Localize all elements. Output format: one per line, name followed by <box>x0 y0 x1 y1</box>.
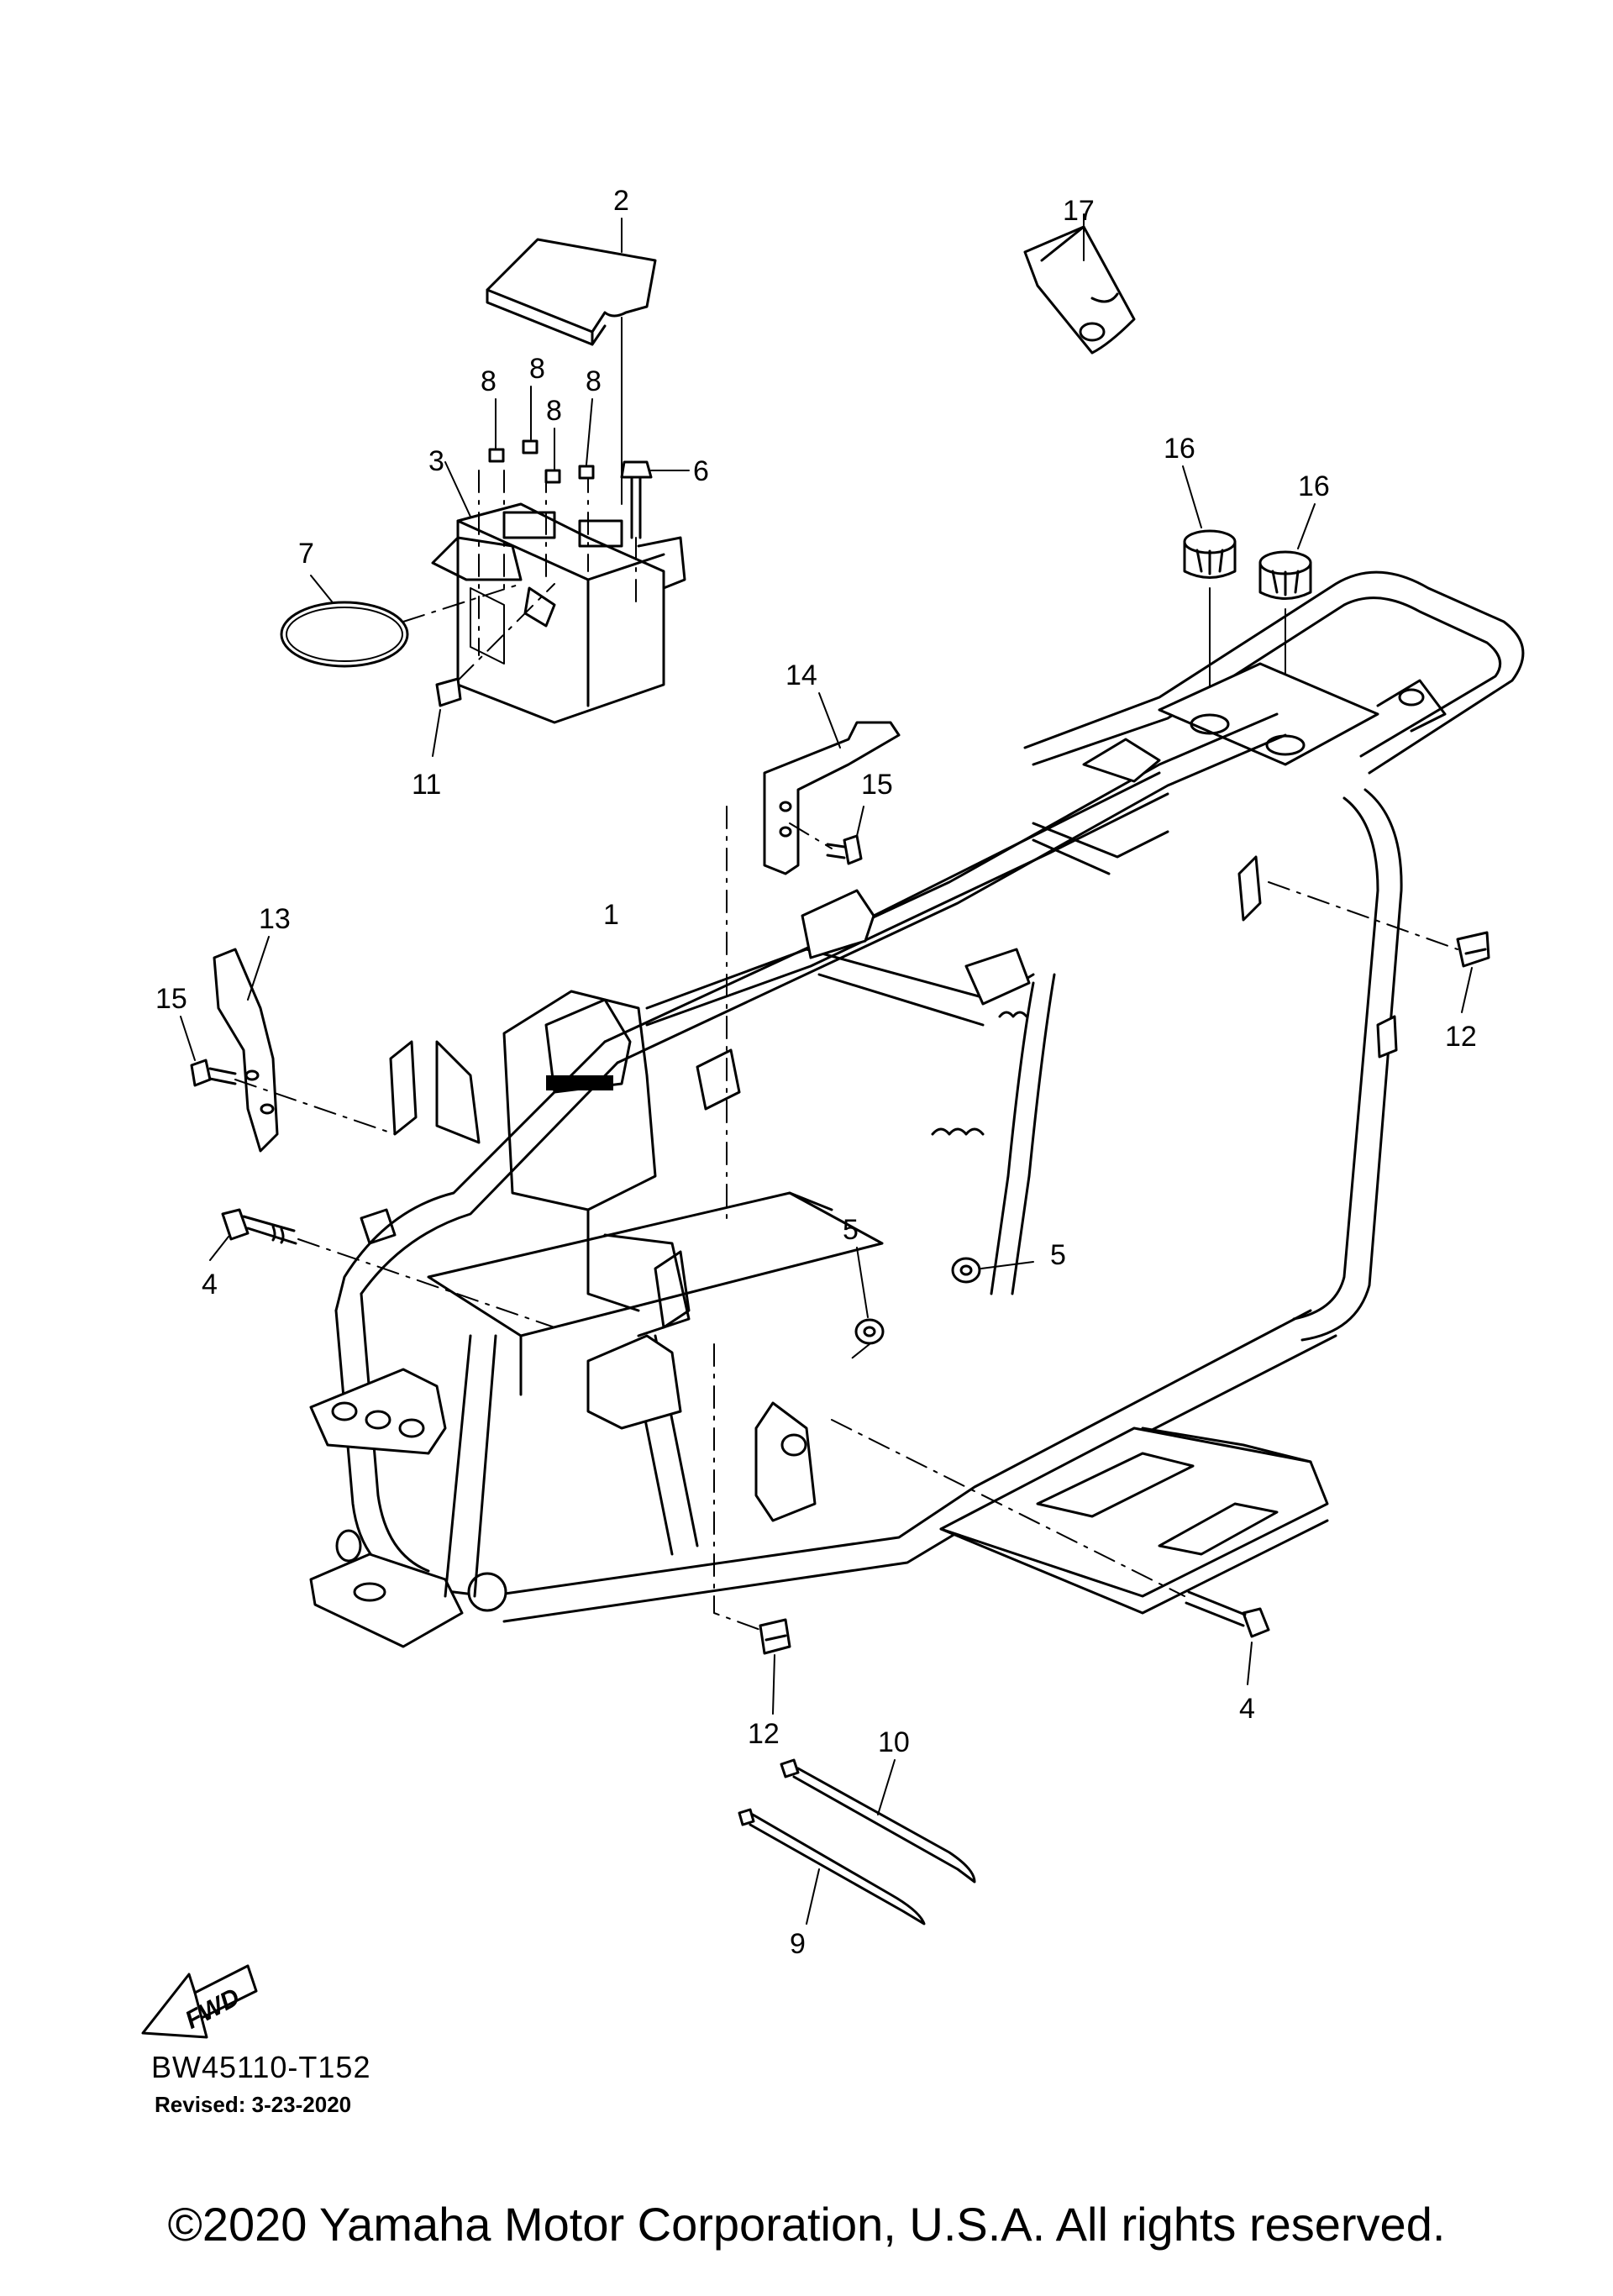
clip-12-lower <box>759 1618 791 1655</box>
clip-12-right <box>1456 931 1490 968</box>
callout-8-a: 8 <box>481 365 497 397</box>
bolt-4-left <box>221 1208 297 1245</box>
cable-tie-10 <box>780 1758 976 1884</box>
clip-11 <box>435 677 462 707</box>
callout-13: 13 <box>259 903 291 935</box>
callout-6: 6 <box>693 455 709 487</box>
callout-4-left: 4 <box>202 1269 218 1300</box>
callout-11: 11 <box>412 769 441 801</box>
callout-3: 3 <box>428 445 444 477</box>
callout-12-lower: 12 <box>748 1718 780 1750</box>
rubber-band <box>280 601 409 668</box>
callout-5-left: 5 <box>843 1214 859 1246</box>
bolt-6 <box>620 460 653 539</box>
revision-date: Revised: 3-23-2020 <box>155 2092 352 2117</box>
bracket-13 <box>213 948 279 1153</box>
nut-5-left <box>854 1318 885 1345</box>
grommet-left <box>1183 529 1237 579</box>
callout-17: 17 <box>1063 195 1095 227</box>
callout-16-left: 16 <box>1164 433 1195 465</box>
callout-1: 1 <box>603 899 619 931</box>
grommet-right <box>1258 550 1312 600</box>
callout-10: 10 <box>878 1726 910 1758</box>
cushion-pads <box>488 439 595 484</box>
callout-8-d: 8 <box>586 365 602 397</box>
bolt-15-right <box>826 834 863 865</box>
diagram-code: BW45110-T152 <box>151 2050 371 2084</box>
fwd-arrow-icon <box>141 1964 258 2039</box>
battery-cover-pad <box>486 238 657 346</box>
callout-5-right: 5 <box>1050 1239 1066 1271</box>
callout-9: 9 <box>790 1928 806 1960</box>
bolt-15-left <box>190 1059 237 1087</box>
copyright-notice: ©2020 Yamaha Motor Corporation, U.S.A. A… <box>167 2198 1446 2251</box>
manual-pouch <box>1023 225 1136 355</box>
main-frame <box>309 570 1525 1648</box>
callout-15-right: 15 <box>861 769 893 801</box>
callout-15-left: 15 <box>155 983 187 1015</box>
battery-box <box>431 502 686 724</box>
bracket-14 <box>763 721 901 875</box>
callout-4-right: 4 <box>1239 1693 1255 1725</box>
cable-tie-9 <box>738 1808 926 1926</box>
callout-14: 14 <box>785 659 817 691</box>
callout-8-c: 8 <box>546 395 562 427</box>
callout-8-b: 8 <box>529 353 545 385</box>
callout-2: 2 <box>613 185 629 217</box>
callout-7: 7 <box>298 538 314 570</box>
nut-5-right <box>951 1257 981 1284</box>
bolt-4-right <box>1185 1590 1270 1638</box>
callout-12-right: 12 <box>1445 1021 1477 1053</box>
callout-16-right: 16 <box>1298 470 1330 502</box>
